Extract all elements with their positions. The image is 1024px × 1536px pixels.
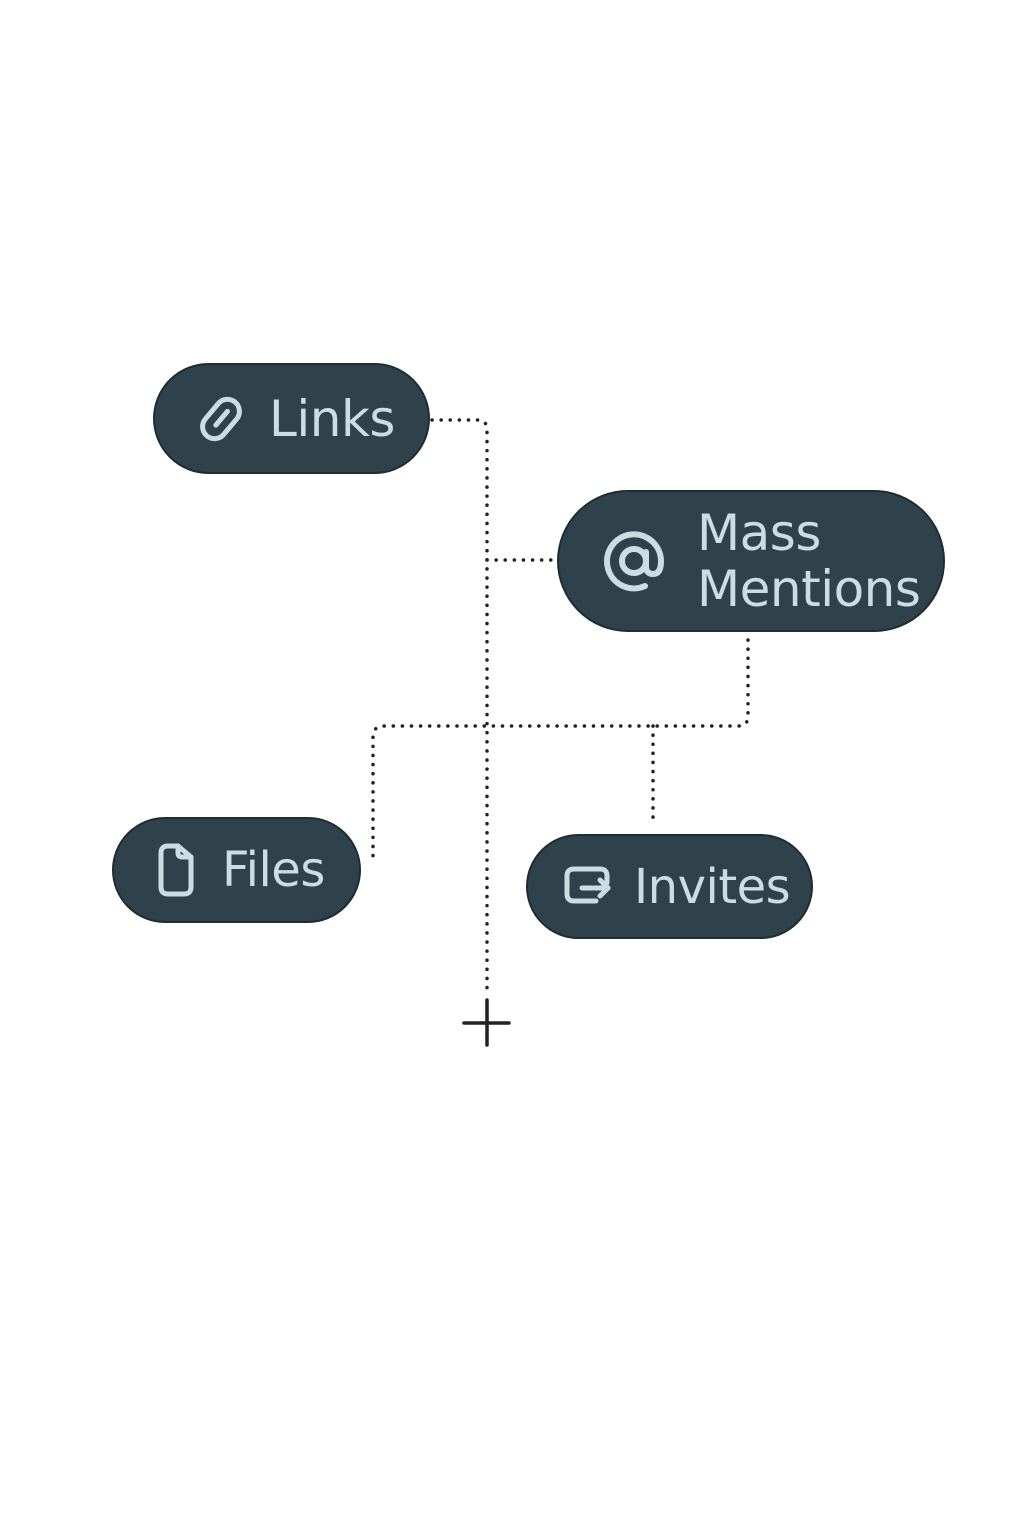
at-sign-icon [601, 528, 667, 594]
mass-mentions-label: Mass Mentions [697, 504, 921, 618]
files-label: Files [222, 842, 325, 898]
connector-mass-mentions-bus [371, 638, 750, 860]
files-node[interactable]: Files [112, 817, 361, 923]
mass-mentions-node[interactable]: Mass Mentions [557, 490, 945, 632]
invites-node[interactable]: Invites [526, 834, 813, 939]
links-label: Links [269, 389, 395, 448]
file-icon [154, 841, 198, 899]
links-node[interactable]: Links [153, 363, 430, 474]
paperclip-icon [195, 393, 247, 445]
invite-icon [562, 863, 616, 911]
connector-links-trunk [430, 418, 489, 992]
plus-icon[interactable] [462, 998, 511, 1047]
invites-label: Invites [634, 858, 791, 915]
